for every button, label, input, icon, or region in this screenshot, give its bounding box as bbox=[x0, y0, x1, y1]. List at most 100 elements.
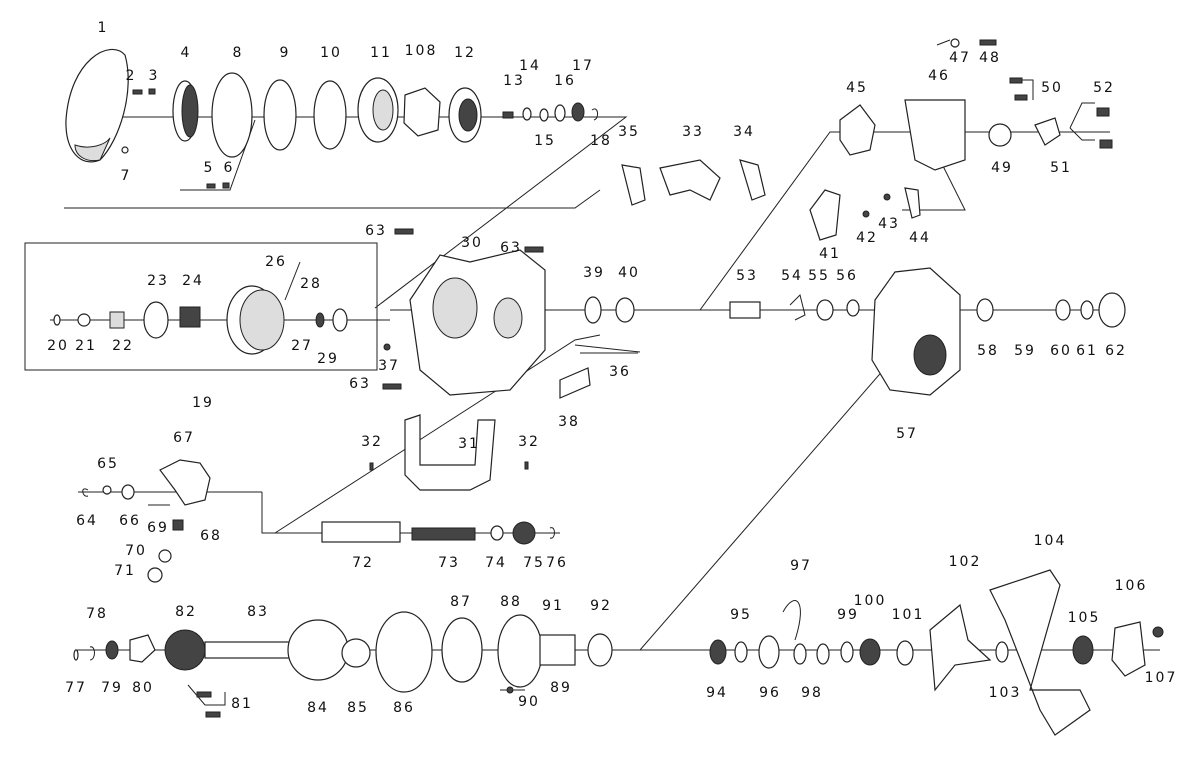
part-label-55: 55 bbox=[808, 268, 830, 284]
side-cover-part bbox=[65, 48, 129, 163]
part-label-104: 104 bbox=[1034, 533, 1067, 549]
part-label-85: 85 bbox=[347, 700, 369, 716]
part-label-95: 95 bbox=[730, 607, 752, 623]
part-label-74: 74 bbox=[485, 555, 507, 571]
part-label-70: 70 bbox=[125, 543, 147, 559]
part-label-13: 13 bbox=[503, 73, 525, 89]
part-label-17: 17 bbox=[572, 58, 594, 74]
part-label-59: 59 bbox=[1014, 343, 1036, 359]
part-label-54: 54 bbox=[781, 268, 803, 284]
part-label-51: 51 bbox=[1050, 160, 1072, 176]
gear-part bbox=[164, 629, 206, 671]
part-label-20: 20 bbox=[47, 338, 69, 354]
part-label-79: 79 bbox=[101, 680, 123, 696]
frame-part bbox=[409, 249, 546, 396]
part-label-52: 52 bbox=[1093, 80, 1115, 96]
part-label-60: 60 bbox=[1050, 343, 1072, 359]
part-label-10: 10 bbox=[320, 45, 342, 61]
part-label-88: 88 bbox=[500, 594, 522, 610]
part-label-82: 82 bbox=[175, 604, 197, 620]
part-label-32: 32 bbox=[361, 434, 383, 450]
part-label-6: 6 bbox=[224, 160, 235, 176]
part-label-37: 37 bbox=[378, 358, 400, 374]
part-label-100: 100 bbox=[854, 593, 887, 609]
part-label-66: 66 bbox=[119, 513, 141, 529]
ring-part bbox=[263, 79, 297, 151]
part-label-35: 35 bbox=[618, 124, 640, 140]
part-label-34: 34 bbox=[733, 124, 755, 140]
part-label-101: 101 bbox=[892, 607, 925, 623]
part-label-73: 73 bbox=[438, 555, 460, 571]
screw-part bbox=[502, 111, 514, 119]
part-label-63: 63 bbox=[365, 223, 387, 239]
part-label-89: 89 bbox=[550, 680, 572, 696]
part-label-62: 62 bbox=[1105, 343, 1127, 359]
part-label-71: 71 bbox=[114, 563, 136, 579]
part-label-87: 87 bbox=[450, 594, 472, 610]
part-label-18: 18 bbox=[590, 133, 612, 149]
part-label-107: 107 bbox=[1145, 670, 1178, 686]
thumb-bar-part bbox=[404, 414, 496, 491]
part-label-64: 64 bbox=[76, 513, 98, 529]
part-label-46: 46 bbox=[928, 68, 950, 84]
part-label-5: 5 bbox=[204, 160, 215, 176]
part-label-32: 32 bbox=[518, 434, 540, 450]
part-label-3: 3 bbox=[149, 68, 160, 84]
part-label-80: 80 bbox=[132, 680, 154, 696]
part-label-16: 16 bbox=[554, 73, 576, 89]
part-label-24: 24 bbox=[182, 273, 204, 289]
handle-part bbox=[989, 569, 1091, 736]
part-label-105: 105 bbox=[1068, 610, 1101, 626]
part-label-77: 77 bbox=[65, 680, 87, 696]
part-shapes bbox=[53, 38, 1164, 736]
part-label-28: 28 bbox=[300, 276, 322, 292]
main-gear-part bbox=[375, 611, 433, 693]
screw-part bbox=[132, 89, 143, 95]
part-label-12: 12 bbox=[454, 45, 476, 61]
part-label-2: 2 bbox=[126, 68, 137, 84]
plate-part bbox=[403, 87, 441, 137]
part-label-67: 67 bbox=[173, 430, 195, 446]
ring-part bbox=[211, 72, 253, 158]
part-label-92: 92 bbox=[590, 598, 612, 614]
part-label-47: 47 bbox=[949, 50, 971, 66]
part-label-103: 103 bbox=[989, 685, 1022, 701]
screw-part bbox=[148, 88, 156, 95]
part-label-65: 65 bbox=[97, 456, 119, 472]
part-label-45: 45 bbox=[846, 80, 868, 96]
part-label-21: 21 bbox=[75, 338, 97, 354]
part-label-14: 14 bbox=[519, 58, 541, 74]
part-label-9: 9 bbox=[280, 45, 291, 61]
part-label-53: 53 bbox=[736, 268, 758, 284]
part-label-58: 58 bbox=[977, 343, 999, 359]
bracket-part bbox=[904, 99, 966, 171]
part-label-69: 69 bbox=[147, 520, 169, 536]
part-label-56: 56 bbox=[836, 268, 858, 284]
star-drag-part bbox=[929, 603, 992, 692]
part-label-26: 26 bbox=[265, 254, 287, 270]
part-label-96: 96 bbox=[759, 685, 781, 701]
part-label-15: 15 bbox=[534, 133, 556, 149]
part-label-75: 75 bbox=[523, 555, 545, 571]
part-label-30: 30 bbox=[461, 235, 483, 251]
level-wind-part bbox=[159, 459, 211, 506]
part-label-102: 102 bbox=[949, 554, 982, 570]
part-label-31: 31 bbox=[458, 436, 480, 452]
part-label-33: 33 bbox=[682, 124, 704, 140]
part-label-76: 76 bbox=[546, 555, 568, 571]
part-label-83: 83 bbox=[247, 604, 269, 620]
cover-plate-part bbox=[659, 159, 721, 201]
part-label-38: 38 bbox=[558, 414, 580, 430]
part-label-39: 39 bbox=[583, 265, 605, 281]
part-label-22: 22 bbox=[112, 338, 134, 354]
part-label-81: 81 bbox=[231, 696, 253, 712]
part-label-19: 19 bbox=[192, 395, 214, 411]
part-label-57: 57 bbox=[896, 426, 918, 442]
part-label-86: 86 bbox=[393, 700, 415, 716]
part-label-48: 48 bbox=[979, 50, 1001, 66]
part-label-44: 44 bbox=[909, 230, 931, 246]
part-label-4: 4 bbox=[181, 45, 192, 61]
part-label-91: 91 bbox=[542, 598, 564, 614]
part-label-63: 63 bbox=[500, 240, 522, 256]
